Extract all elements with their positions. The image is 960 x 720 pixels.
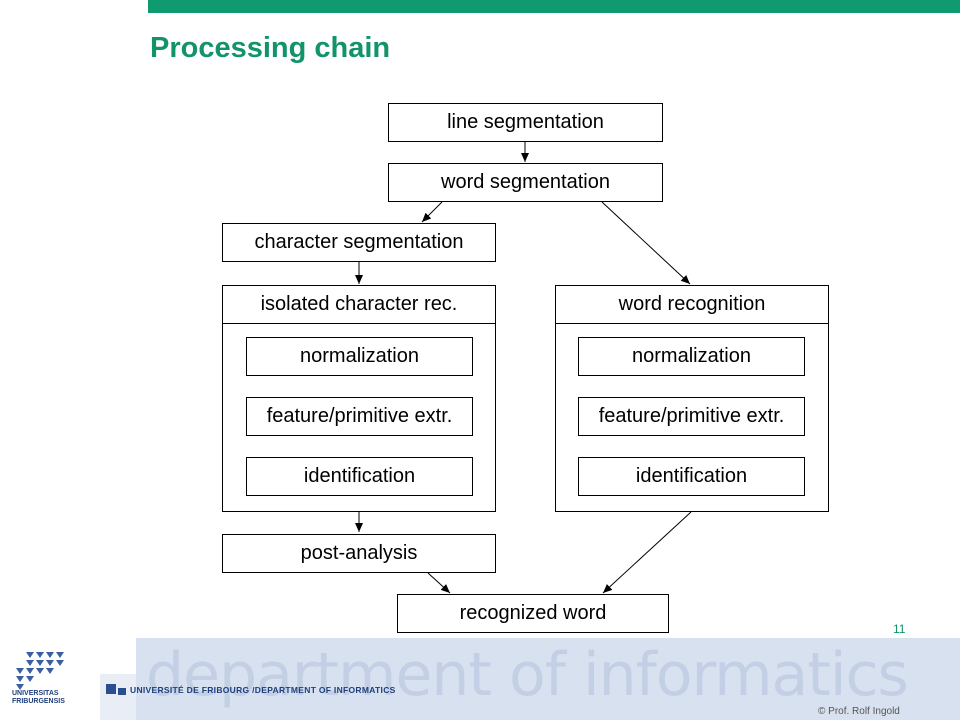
copyright: © Prof. Rolf Ingold [818,706,900,717]
post-analysis-box: post-analysis [222,534,496,573]
arrow-wordrec-to-recognized [602,511,692,594]
slide-title: Processing chain [150,32,391,64]
character-segmentation-box: character segmentation [222,223,496,262]
footer-square-mark [106,684,116,694]
line-segmentation-box: line segmentation [388,103,663,142]
isolated-identification-box: identification [246,457,473,496]
isolated-group-title: isolated character rec. [223,286,495,324]
university-logo-icon [16,652,64,690]
isolated-feature-extraction-box: feature/primitive extr. [246,397,473,436]
word-normalization-box: normalization [578,337,805,376]
footer-square-mark-small [118,688,126,695]
word-feature-extraction-box: feature/primitive extr. [578,397,805,436]
isolated-normalization-box: normalization [246,337,473,376]
department-wordmark: department of informatics [146,640,909,710]
arrow-word-to-character [421,201,443,223]
university-line: UNIVERSITÉ DE FRIBOURG /DEPARTMENT OF IN… [130,685,396,695]
word-identification-box: identification [578,457,805,496]
logo-text: UNIVERSITAS FRIBURGENSIS [12,690,65,706]
page-number: 11 [893,622,906,636]
top-accent-bar [148,0,960,13]
word-segmentation-box: word segmentation [388,163,663,202]
word-group-title: word recognition [556,286,828,324]
logo-text-line-2: FRIBURGENSIS [12,698,65,705]
arrow-word-to-wordrec [601,201,691,285]
footer-band [136,638,960,720]
arrow-post-to-recognized [427,572,451,594]
recognized-word-box: recognized word [397,594,669,633]
footer-step [100,674,136,720]
logo-text-line-1: UNIVERSITAS [12,690,59,697]
